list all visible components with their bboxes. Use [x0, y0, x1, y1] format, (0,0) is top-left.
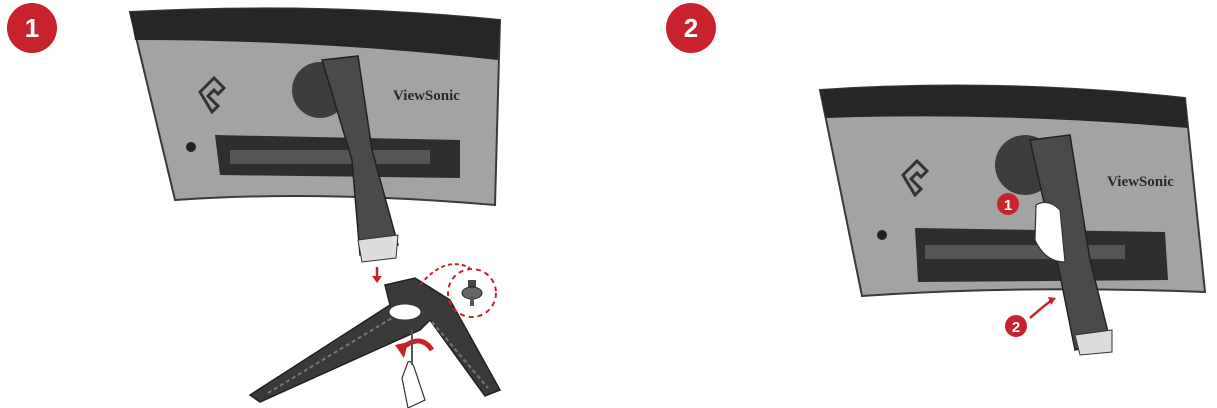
step-1-illustration: ViewSonic — [130, 8, 500, 408]
sub-step-1-badge: 1 — [997, 193, 1019, 215]
dashed-arrow-icon — [420, 264, 470, 285]
stand-base — [250, 278, 500, 402]
monitor-brand-label: ViewSonic — [393, 88, 460, 104]
svg-text:1: 1 — [1004, 197, 1012, 214]
sub-step-2-badge: 2 — [1005, 315, 1027, 337]
monitor-back: ViewSonic — [130, 8, 500, 205]
step-2-illustration: ViewSonic 1 2 — [820, 86, 1205, 356]
monitor-brand-label: ViewSonic — [1107, 174, 1174, 190]
monitor-back: ViewSonic — [820, 86, 1205, 297]
screw-icon — [462, 280, 482, 306]
lift-arrow-icon — [1030, 300, 1052, 318]
svg-text:2: 2 — [1012, 319, 1020, 336]
